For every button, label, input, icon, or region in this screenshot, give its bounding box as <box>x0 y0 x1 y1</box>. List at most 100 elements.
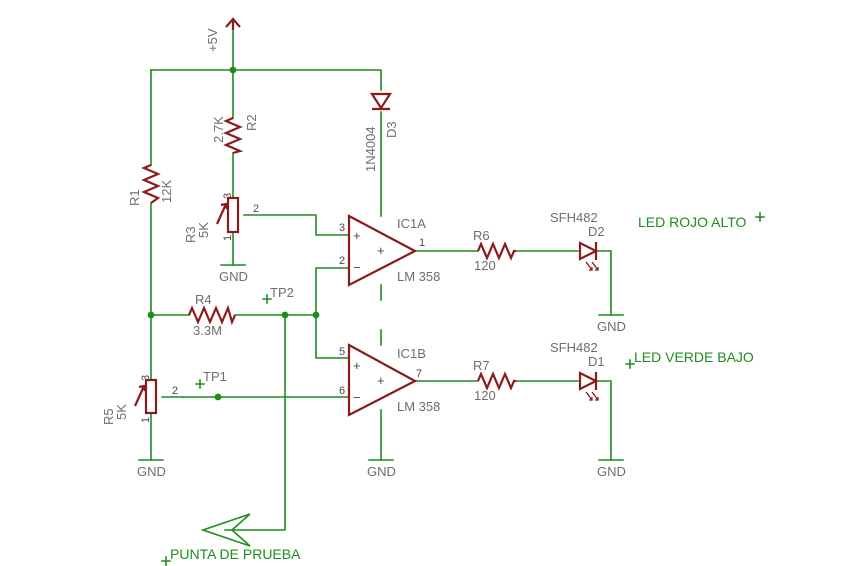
gnd-label: GND <box>219 269 248 284</box>
r1-ref: R1 <box>127 189 142 206</box>
ic1b-pin-noninv: 5 <box>339 346 345 358</box>
r2-ref: R2 <box>244 114 259 131</box>
ic1a-pin-noninv: 3 <box>339 222 345 234</box>
ground-d2: GND <box>597 314 626 334</box>
ic1a-ref: IC1A <box>397 216 426 231</box>
net-label-led-red: LED ROJO ALTO <box>638 212 765 230</box>
ic1a-pin-out: 1 <box>419 237 425 249</box>
resistor-r7[interactable]: R7 120 <box>473 358 516 403</box>
resistor-r4[interactable]: R4 3.3M <box>187 292 237 338</box>
junction-dot <box>229 66 237 74</box>
test-point-tp2[interactable]: TP2 <box>262 285 294 304</box>
resistor-icon <box>223 116 244 155</box>
diode-icon <box>369 92 393 111</box>
net-label-probe: PUNTA DE PRUEBA <box>161 546 301 566</box>
tp1-label: TP1 <box>203 369 227 384</box>
led-emission-icon <box>585 261 599 271</box>
connector-mark-icon <box>625 359 635 369</box>
led-d2[interactable]: SFH482 D2 <box>550 210 605 271</box>
junctions <box>147 66 320 401</box>
diode-d3[interactable]: 1N4004 D3 <box>363 92 399 172</box>
r3-pin-top: 3 <box>222 193 234 199</box>
ic1b-pin-out: 7 <box>416 368 422 380</box>
r5-ref: R5 <box>101 408 116 425</box>
gnd-label: GND <box>137 464 166 479</box>
connector-mark-icon <box>161 556 171 566</box>
resistor-r1[interactable]: R1 12K <box>127 163 174 206</box>
d2-ref: D2 <box>588 224 605 239</box>
opamp-ic1a[interactable]: + − + 3 2 1 IC1A LM 358 <box>339 214 440 287</box>
led-emission-icon <box>585 391 599 401</box>
potentiometer-r3[interactable]: 3 1 2 R3 5K <box>183 193 259 243</box>
opamp-ic1b[interactable]: + − + 5 6 7 IC1B LM 358 <box>339 343 440 417</box>
ic1a-minus: − <box>353 260 361 275</box>
junction-dot <box>147 311 155 319</box>
d3-ref: D3 <box>384 121 399 138</box>
supply-5v: +5V <box>205 17 241 52</box>
r6-ref: R6 <box>473 228 490 243</box>
ic1b-plus: + <box>353 358 361 373</box>
wire-d1-gnd <box>597 380 612 461</box>
r3-pin-wiper: 2 <box>253 203 259 215</box>
test-point-icon <box>262 294 272 304</box>
r6-value: 120 <box>474 258 496 273</box>
r1-value: 12K <box>159 180 174 203</box>
ic1b-value: LM 358 <box>397 399 440 414</box>
probe-arrow-icon <box>200 513 251 547</box>
ic1a-value: LM 358 <box>397 269 440 284</box>
wiper-arrow-icon <box>133 384 147 407</box>
net-label-led-green: LED VERDE BAJO <box>625 349 754 369</box>
gnd-label: GND <box>367 464 396 479</box>
net-label-text: LED VERDE BAJO <box>634 349 754 365</box>
probe-tip[interactable] <box>200 513 251 547</box>
gnd-label: GND <box>597 464 626 479</box>
resistor-icon <box>141 163 161 204</box>
ic1b-supply-plus: + <box>377 373 385 388</box>
test-point-tp1[interactable]: TP1 <box>195 369 227 389</box>
r3-pin-bottom: 1 <box>222 235 234 241</box>
ic1b-pin-inv: 6 <box>339 385 345 397</box>
resistor-r6[interactable]: R6 120 <box>473 228 516 273</box>
d3-value: 1N4004 <box>363 126 378 172</box>
r4-value: 3.3M <box>193 323 222 338</box>
wire-top-rail <box>150 69 382 91</box>
junction-dot <box>312 311 320 319</box>
r5-pin-top: 3 <box>140 375 152 381</box>
ic1a-supply-plus: + <box>377 243 385 258</box>
led-icon <box>578 371 599 391</box>
tp2-label: TP2 <box>270 285 294 300</box>
led-icon <box>578 241 599 261</box>
potentiometer-icon <box>144 378 158 415</box>
r7-value: 120 <box>474 388 496 403</box>
potentiometer-r5[interactable]: 3 1 2 R5 5K <box>101 375 178 425</box>
wire-r3-wiper <box>243 214 350 236</box>
wire-ic1a-inv <box>315 267 350 359</box>
r5-pin-wiper: 2 <box>172 385 178 397</box>
r2-value: 2.7K <box>211 116 226 143</box>
net-label-text: PUNTA DE PRUEBA <box>170 546 301 562</box>
junction-dot <box>214 393 222 401</box>
ic1a-pin-inv: 2 <box>339 255 345 267</box>
r7-ref: R7 <box>473 358 490 373</box>
d2-value: SFH482 <box>550 210 598 225</box>
resistor-r2[interactable]: 2.7K R2 <box>211 114 259 155</box>
net-label-text: LED ROJO ALTO <box>638 214 747 230</box>
opamp-triangle-icon <box>347 343 418 417</box>
led-d1[interactable]: SFH482 D1 <box>550 340 605 401</box>
ground-d1: GND <box>597 459 626 479</box>
wire-d2-gnd <box>597 250 612 316</box>
r5-value: 5K <box>114 404 129 420</box>
r3-ref: R3 <box>183 226 198 243</box>
wiper-arrow-icon <box>215 202 229 225</box>
ic1b-minus: − <box>353 390 361 405</box>
ic1b-ref: IC1B <box>397 346 426 361</box>
gnd-label: GND <box>597 319 626 334</box>
d1-ref: D1 <box>588 354 605 369</box>
ground-r5: GND <box>137 459 166 479</box>
resistor-icon <box>476 241 516 261</box>
connector-mark-icon <box>755 212 765 222</box>
supply-label: +5V <box>205 28 220 52</box>
opamp-triangle-icon <box>347 214 418 287</box>
ground-r3: GND <box>219 264 248 284</box>
